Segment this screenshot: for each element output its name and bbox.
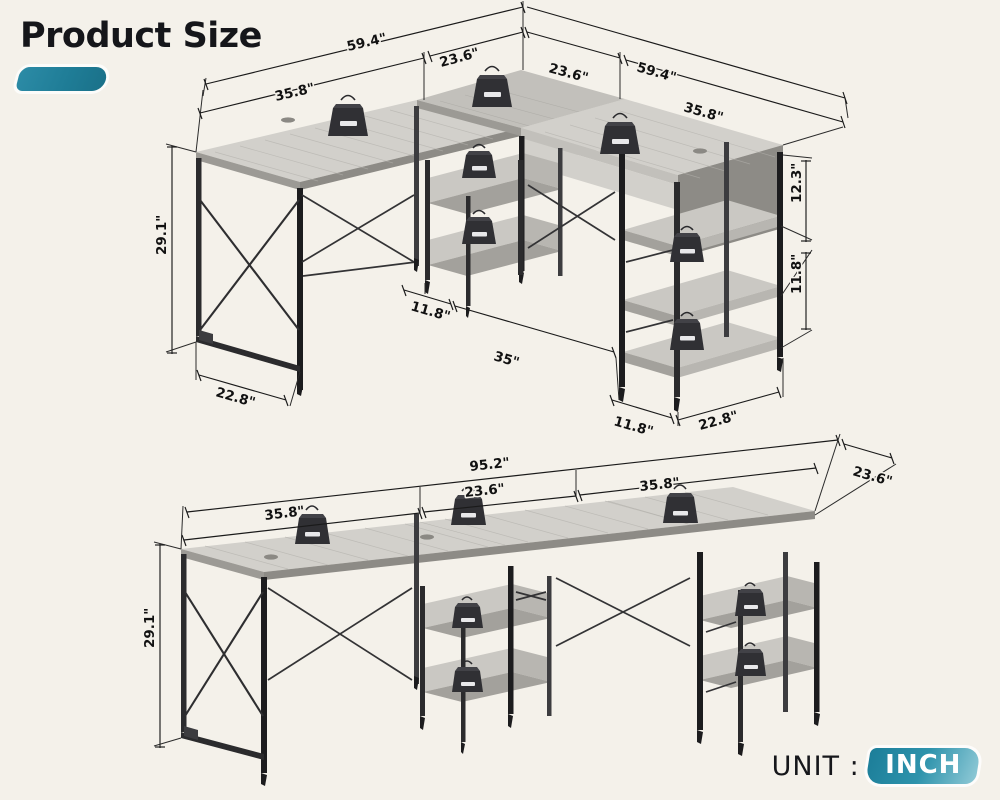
dim-label: 95.2" <box>469 455 511 475</box>
unit-note: UNIT : INCH <box>771 748 981 784</box>
dim-label: 29.1" <box>142 608 158 648</box>
unit-label: UNIT : <box>771 750 860 782</box>
page-title: Product Size <box>20 16 262 56</box>
weight-icon <box>735 582 766 616</box>
weight-icon <box>670 311 704 350</box>
dim-label: 12.3" <box>789 163 805 203</box>
left-wing-frame <box>196 106 419 396</box>
weight-icon <box>452 596 483 628</box>
dim-label: 35.8" <box>639 475 681 495</box>
diagram-l-shape: 59.4" 35.8" 23.6" 23.6" 59.4" 35.8" 29.1… <box>153 1 849 441</box>
dim-label: 35" <box>492 348 521 370</box>
dim-label: 23.6" <box>464 481 506 501</box>
weight-icon <box>472 65 512 107</box>
dim-label: 11.8" <box>789 254 805 294</box>
dim-label: 23.6" <box>851 463 894 490</box>
weight-markers-top <box>328 65 704 350</box>
weight-icon <box>735 642 766 676</box>
right-wing-frame <box>518 160 616 275</box>
dim-label: 22.8" <box>214 384 257 411</box>
dim-label: 23.6" <box>438 45 481 71</box>
weight-icon <box>663 484 698 523</box>
weight-icon <box>328 94 368 136</box>
straight-center-brace <box>555 577 691 647</box>
dim-label: 11.8" <box>612 413 655 440</box>
unit-value: INCH <box>884 750 962 780</box>
weight-markers-bottom <box>295 484 766 692</box>
straight-mid-shelf-unit <box>420 566 552 754</box>
dim-label: 59.4" <box>635 59 678 86</box>
straight-left-frame <box>181 514 419 786</box>
dim-label: 22.8" <box>697 408 740 434</box>
weight-icon <box>462 209 496 244</box>
weight-icon <box>295 505 330 544</box>
unit-value-badge: INCH <box>864 748 981 784</box>
straight-desktop <box>181 487 815 580</box>
dim-label: 35.8" <box>273 80 316 105</box>
dim-label: 29.1" <box>154 215 170 255</box>
corner-shelf-unit <box>425 136 563 318</box>
weight-icon <box>451 486 486 525</box>
dim-label: 35.8" <box>264 503 306 524</box>
weight-icon <box>670 225 704 262</box>
weight-icon <box>600 112 640 154</box>
weight-icon <box>462 143 496 178</box>
weight-icon <box>452 660 483 692</box>
dim-label: 59.4" <box>345 30 388 55</box>
diagram-straight: 95.2" 35.8" 23.6" 35.8" 23.6" 29.1" <box>141 433 897 786</box>
